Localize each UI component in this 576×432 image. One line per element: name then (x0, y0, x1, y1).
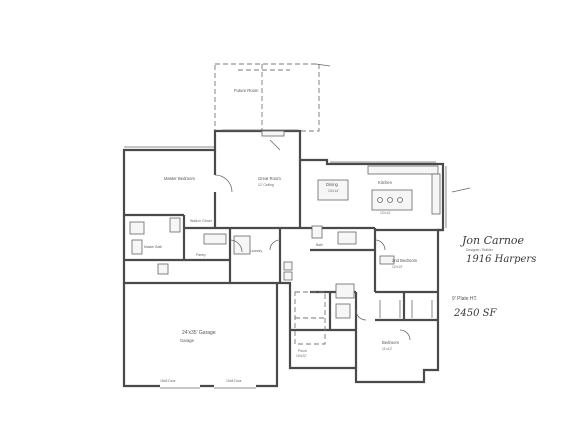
square-footage: 2450 SF (453, 308, 497, 319)
toilet (311, 225, 323, 239)
porch-label: Porch (298, 349, 307, 353)
porch-dim: 10'x22' (296, 354, 307, 358)
garage-door-2-label: 10x8 Door (226, 379, 243, 383)
laundry-label: Laundry (250, 249, 263, 253)
kitchen-counter (367, 165, 439, 175)
walk-in-closet-label: Walk-in Closet (190, 219, 212, 223)
dimension-lines (124, 63, 471, 228)
owner-role: Designer / Builder (466, 248, 494, 252)
kitchen-dim: 12'x14' (380, 211, 391, 215)
master-bedroom-label: Master Bedroom (164, 176, 195, 181)
room-labels: Master Bedroom Great Room 12' Ceiling Di… (144, 176, 418, 383)
fixtures (129, 130, 441, 341)
dining-dim: 13'x14' (328, 189, 339, 193)
kitchen-label: Kitchen (378, 180, 393, 185)
dining-label: Dining (326, 182, 339, 187)
great-room-label: Great Room (258, 176, 281, 181)
pantry-label: Pantry (196, 253, 206, 257)
bath-label: Bath (316, 243, 323, 247)
garage-dim-label: 24'x35' Garage (182, 330, 216, 336)
dining-table (317, 179, 349, 201)
bedroom-2-label: 2nd Bedroom (392, 258, 418, 263)
fireplace (261, 130, 285, 137)
bedroom-2-dim: 12'x13' (392, 265, 403, 269)
tub (129, 221, 145, 235)
garage-door-1-label: 16x8 Door (160, 379, 177, 383)
future-room-outline: Future Room (214, 63, 320, 132)
garage-label: Garage (180, 338, 195, 343)
title-block: Jon Carnoe Designer / Builder 1916 Harpe… (452, 234, 536, 319)
wall-height-note: 9' Plate HT. (452, 296, 477, 302)
owner-name: Jon Carnoe (460, 234, 525, 247)
bedroom-3-dim: 11'x12' (382, 347, 393, 351)
owner-address: 1916 Harpers (466, 254, 536, 265)
great-room-ceiling: 12' Ceiling (258, 183, 274, 187)
porch-outline (294, 291, 326, 345)
future-room-label: Future Room (234, 88, 259, 93)
bedroom-3-label: Bedroom (382, 340, 400, 345)
master-bath-label: Master Bath (144, 245, 162, 249)
